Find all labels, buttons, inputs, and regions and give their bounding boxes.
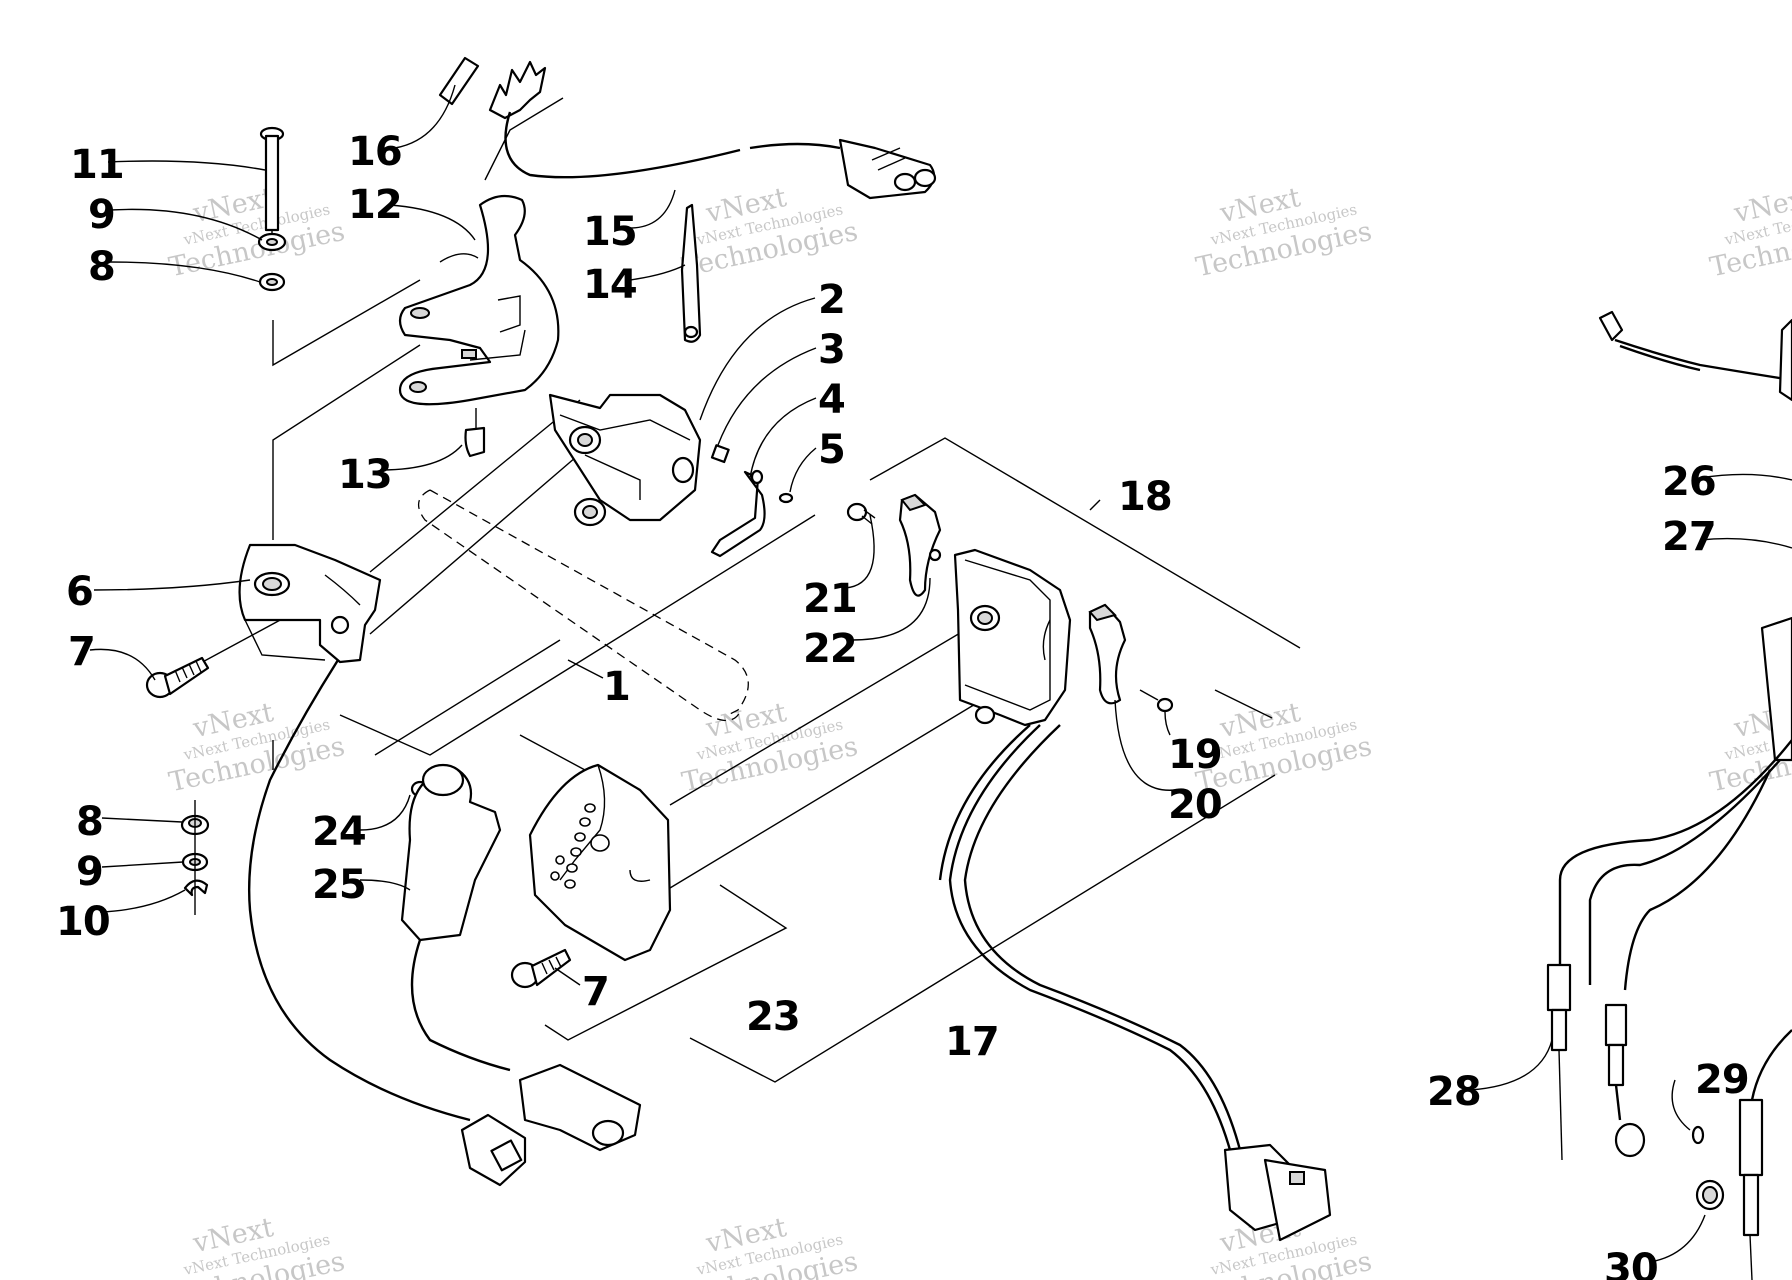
screw-21 xyxy=(846,502,876,525)
clip-10 xyxy=(183,879,209,897)
screw-19 xyxy=(1139,689,1174,713)
callout-8-bottom: 8 xyxy=(76,799,103,845)
harness-17 xyxy=(938,724,1332,1242)
callout-9-bottom: 9 xyxy=(76,849,103,895)
clamp-block-6 xyxy=(238,543,382,664)
callout-29: 29 xyxy=(1695,1057,1749,1103)
callout-2: 2 xyxy=(818,277,845,323)
callout-12: 12 xyxy=(348,182,402,228)
screw-7-bottom xyxy=(510,948,572,989)
callout-19: 19 xyxy=(1168,732,1222,778)
housing-18 xyxy=(953,548,1072,727)
callout-9-top: 9 xyxy=(88,192,115,238)
callout-14: 14 xyxy=(583,262,637,308)
pin-11 xyxy=(259,126,285,245)
callout-26: 26 xyxy=(1662,459,1716,505)
callout-25: 25 xyxy=(312,862,366,908)
washer-9-top-hole xyxy=(266,238,278,246)
throttle-lever-12 xyxy=(398,194,560,406)
screw-5 xyxy=(778,492,794,504)
callout-27: 27 xyxy=(1662,514,1716,560)
callout-4: 4 xyxy=(818,377,845,423)
bracket-4 xyxy=(710,469,766,558)
callout-23: 23 xyxy=(746,994,800,1040)
assembly-brackets xyxy=(159,279,1301,1083)
callout-1: 1 xyxy=(603,664,630,710)
throttle-housing-2 xyxy=(548,393,702,527)
callout-7-bottom: 7 xyxy=(582,969,609,1015)
callout-11: 11 xyxy=(70,142,124,188)
callout-24: 24 xyxy=(312,809,366,855)
handlebar-outline xyxy=(418,489,749,722)
callout-6: 6 xyxy=(66,569,93,615)
kill-switch-wire xyxy=(247,659,527,1187)
callout-21: 21 xyxy=(803,576,857,622)
callout-30: 30 xyxy=(1604,1246,1658,1280)
part-3 xyxy=(710,444,730,464)
wire-connector-15 xyxy=(484,60,937,200)
switch-25 xyxy=(400,763,642,1152)
washer-8-top-hole xyxy=(266,278,278,286)
callout-13: 13 xyxy=(338,452,392,498)
callout-22: 22 xyxy=(803,626,857,672)
callout-leaders xyxy=(89,84,1792,1263)
housing-23 xyxy=(528,763,672,962)
part-14 xyxy=(680,203,702,343)
callout-3: 3 xyxy=(818,327,845,373)
screw-7-left xyxy=(145,656,210,699)
callout-17: 17 xyxy=(945,1019,999,1065)
callout-7-left: 7 xyxy=(68,629,95,675)
lever-20 xyxy=(1088,603,1127,705)
callout-15: 15 xyxy=(583,209,637,255)
right-assembly xyxy=(1546,310,1792,1280)
callout-28: 28 xyxy=(1427,1069,1481,1115)
part-16 xyxy=(438,56,480,106)
lever-22 xyxy=(898,493,942,597)
callout-labels: 11 16 9 12 8 15 14 2 3 4 5 13 18 6 21 7 … xyxy=(56,129,1750,1280)
callout-16: 16 xyxy=(348,129,402,175)
callout-18: 18 xyxy=(1118,474,1172,520)
part-13 xyxy=(464,426,486,458)
callout-5: 5 xyxy=(818,427,845,473)
callout-8-top: 8 xyxy=(88,244,115,290)
callout-10: 10 xyxy=(56,899,110,945)
callout-20: 20 xyxy=(1168,782,1222,828)
